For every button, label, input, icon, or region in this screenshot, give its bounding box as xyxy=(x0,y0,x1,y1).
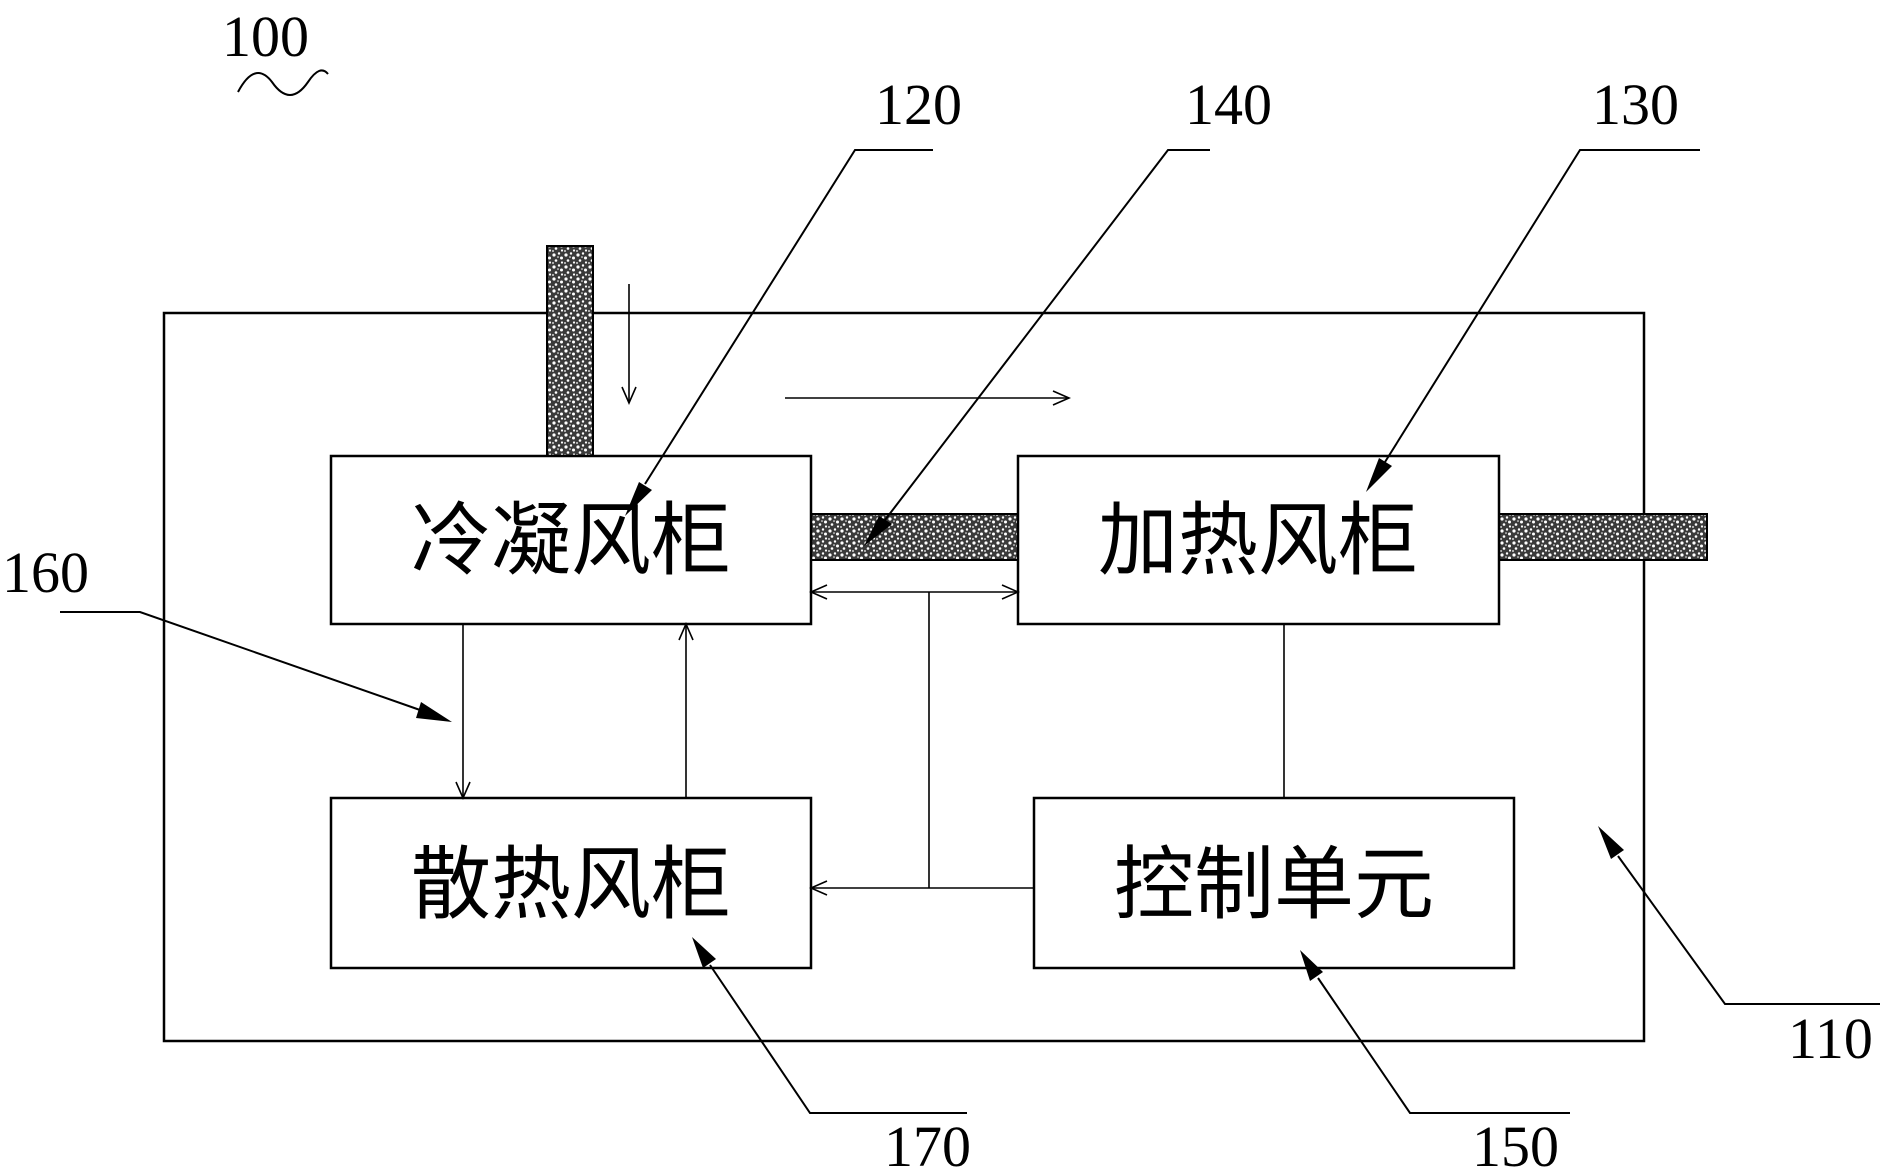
leader-110 xyxy=(1598,826,1880,1005)
inlet-pipe xyxy=(546,245,594,457)
radiator-label: 散热风柜 xyxy=(411,838,731,931)
leader-140 xyxy=(864,149,1210,546)
heater-box xyxy=(1016,454,1501,626)
figure-label: 100 xyxy=(222,4,309,69)
ref-label-130: 130 xyxy=(1592,72,1679,137)
condenser-label: 冷凝风柜 xyxy=(411,494,731,587)
control-box xyxy=(1032,796,1516,970)
ref-label-160: 160 xyxy=(2,540,89,605)
control-unit: 控制单元 xyxy=(1032,796,1516,970)
radiator-box xyxy=(329,796,813,970)
condenser-box xyxy=(329,454,813,626)
figure-label-tilde xyxy=(237,69,329,96)
leader-170 xyxy=(692,937,967,1114)
leader-120 xyxy=(625,149,933,516)
ref-label-120: 120 xyxy=(875,72,962,137)
condenser-unit: 冷凝风柜 xyxy=(329,454,813,626)
connecting-pipe xyxy=(810,513,1019,561)
heater-unit: 加热风柜 xyxy=(1016,454,1501,626)
leader-160 xyxy=(60,611,452,722)
ref-label-150: 150 xyxy=(1472,1114,1559,1171)
leader-130 xyxy=(1366,149,1700,492)
ref-label-140: 140 xyxy=(1185,72,1272,137)
ref-label-170: 170 xyxy=(884,1114,971,1171)
enclosure-frame xyxy=(162,311,1646,1043)
outlet-pipe xyxy=(1498,513,1708,561)
ref-label-110: 110 xyxy=(1788,1006,1873,1071)
radiator-unit: 散热风柜 xyxy=(329,796,813,970)
heater-label: 加热风柜 xyxy=(1098,494,1418,587)
control-label: 控制单元 xyxy=(1114,838,1434,931)
leader-150 xyxy=(1300,950,1570,1114)
